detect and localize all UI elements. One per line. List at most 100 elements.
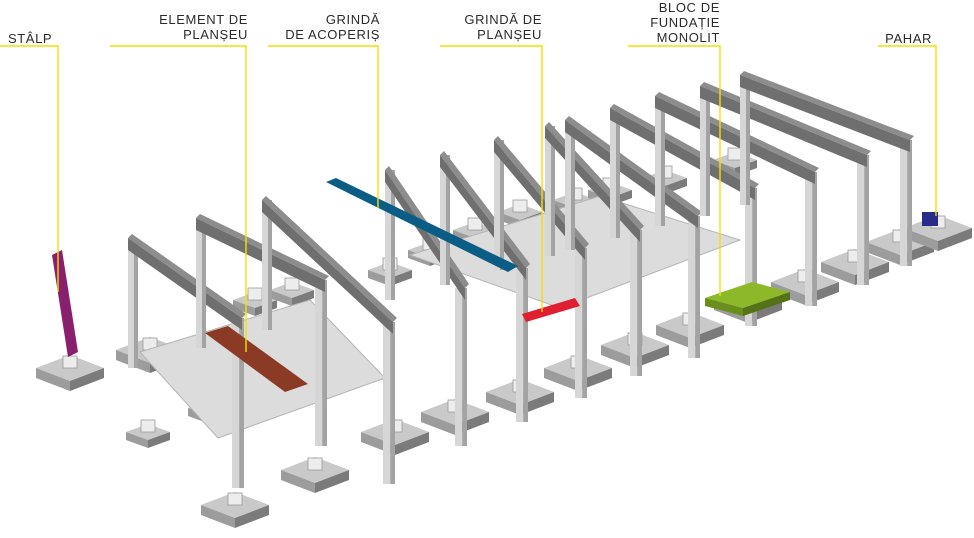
column: [740, 75, 750, 205]
foundation-cup: [307, 457, 323, 471]
highlighted-elements: [52, 178, 938, 392]
roof-beam: [740, 71, 914, 152]
column-side: [551, 126, 555, 256]
beam-face: [494, 140, 585, 260]
roof-beam: [128, 234, 246, 330]
column-side: [390, 322, 395, 484]
column-side: [864, 155, 869, 285]
column-face: [455, 288, 463, 446]
column-face: [383, 322, 391, 484]
leader-line: [0, 45, 59, 292]
column: [494, 140, 504, 270]
foundation-front: [821, 262, 855, 285]
beam-face: [740, 75, 910, 152]
foundation-side: [395, 432, 429, 455]
label-line: ELEMENT DE: [159, 12, 248, 27]
label-line: PAHAR: [885, 31, 932, 46]
column-face: [565, 120, 571, 250]
column: [128, 238, 138, 368]
foundation-block: [281, 457, 349, 493]
foundation-front: [201, 505, 235, 528]
roof-beam: [655, 92, 819, 184]
highlight-foundation-side: [743, 292, 790, 316]
foundation-front: [368, 270, 390, 286]
foundation-cup: [512, 199, 528, 213]
foundation-front: [656, 325, 690, 348]
column-face: [385, 170, 391, 300]
beam-top: [610, 104, 759, 188]
column-face: [900, 140, 908, 266]
column-side: [462, 288, 467, 446]
column: [545, 126, 555, 256]
column: [630, 230, 642, 376]
foundation-front: [904, 228, 938, 251]
beam-face: [655, 96, 815, 184]
column: [385, 170, 395, 300]
label-line: GRINDĂ: [325, 12, 380, 27]
column-side: [616, 108, 620, 238]
leader-lines: [0, 45, 937, 352]
beam-face: [196, 218, 325, 292]
foundation-front: [281, 470, 315, 493]
column-side: [661, 96, 665, 226]
beam-top: [440, 151, 530, 268]
column: [900, 140, 912, 266]
roof-beam: [262, 196, 397, 334]
column-face: [630, 230, 638, 376]
leader-line: [440, 45, 543, 312]
highlight-slab-element: [205, 326, 308, 392]
label-line: STÂLP: [8, 31, 53, 46]
column-side: [446, 155, 450, 285]
column: [383, 322, 395, 484]
foundation-front: [866, 242, 900, 265]
column-face: [857, 155, 865, 285]
foundation-block: [126, 419, 170, 448]
column-face: [315, 280, 323, 446]
column: [575, 248, 587, 398]
column-face: [196, 218, 202, 348]
label-line: PLANȘEU: [477, 27, 542, 42]
column-face: [262, 200, 268, 330]
label-pahar: PAHAR: [885, 31, 932, 46]
foundation-cup: [140, 419, 156, 433]
highlight-foundation-top: [705, 282, 790, 308]
foundation-cup: [727, 147, 743, 161]
column: [700, 86, 710, 216]
column-face: [232, 318, 240, 488]
label-grinda-de-plansue: GRINDĂ DE PLANȘEU: [464, 12, 542, 42]
highlight-foundation-front: [705, 298, 743, 316]
column-side: [523, 268, 528, 422]
label-line: MONOLIT: [656, 30, 720, 45]
column-face: [688, 216, 696, 358]
label-grinda-de-acoperis: GRINDĂ DE ACOPERIȘ: [285, 12, 380, 42]
label-line: DE ACOPERIȘ: [285, 27, 380, 42]
column-side: [907, 140, 912, 266]
leader-line: [878, 45, 937, 216]
beam-top: [655, 92, 819, 172]
foundation-cup: [284, 277, 300, 291]
beam-face: [128, 238, 242, 330]
column: [262, 200, 272, 330]
highlight-roof-beam: [326, 178, 518, 272]
column: [565, 120, 575, 250]
label-stalp: STÂLP: [8, 31, 52, 46]
foundation-front: [270, 290, 292, 306]
foundation-front: [126, 432, 148, 448]
leader-line: [628, 45, 721, 296]
foundation-cup: [467, 217, 483, 231]
column: [516, 268, 528, 422]
column-face: [440, 155, 446, 285]
foundation-side: [235, 505, 269, 528]
column: [688, 216, 700, 358]
column-side: [695, 216, 700, 358]
foundation-front: [601, 345, 635, 368]
label-bloc-de-fundatie-monolit: BLOC DE FUNDAȚIE MONOLIT: [650, 0, 720, 45]
beam-face: [610, 108, 755, 200]
column: [440, 155, 450, 285]
column-side: [202, 218, 206, 348]
highlight-floor-beam: [522, 298, 580, 322]
column-face: [494, 140, 500, 270]
foundation-side: [390, 270, 412, 286]
beam-face: [440, 155, 526, 280]
